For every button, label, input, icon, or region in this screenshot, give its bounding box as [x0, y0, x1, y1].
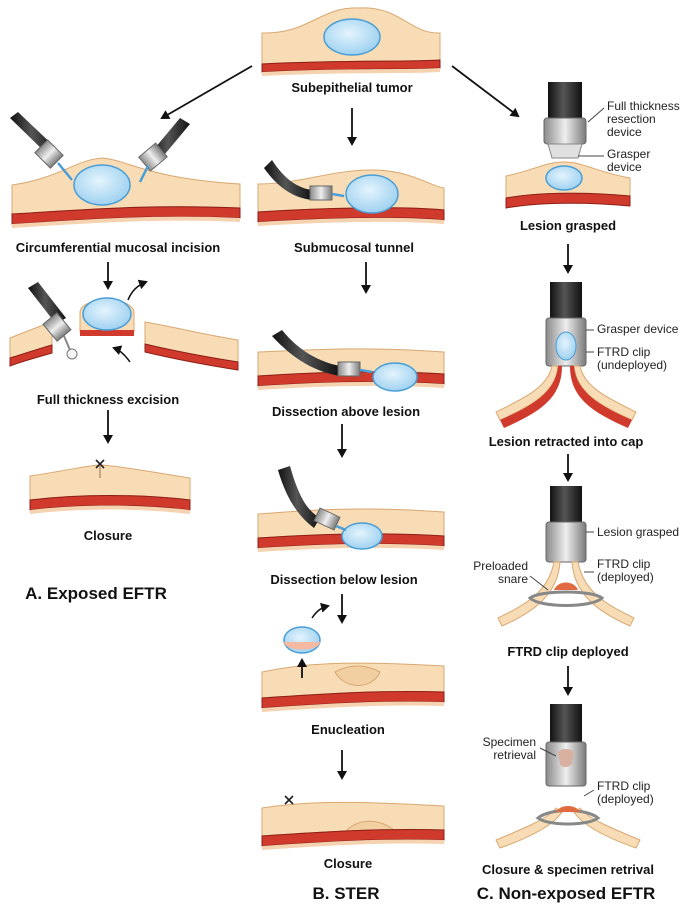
annotation-specimen-retrieval: Specimen retrieval	[482, 735, 536, 762]
a3-illustration	[29, 459, 191, 514]
label-lesion-retracted: Lesion retracted into cap	[488, 434, 644, 449]
annotation-grasper-device-1: Grasper device	[607, 147, 651, 174]
top-tumor	[323, 18, 381, 56]
b2-illustration	[257, 330, 445, 392]
annotation-clip-deployed-2: FTRD clip (deployed)	[597, 779, 654, 806]
label-full-thickness-excision: Full thickness excision	[36, 392, 180, 407]
section-title-b: B. STER	[312, 884, 380, 903]
b1-illustration	[257, 160, 445, 226]
b3-illustration	[257, 466, 445, 552]
annotation-lesion-grasped: Lesion grasped	[597, 525, 680, 539]
label-circumferential-incision: Circumferential mucosal incision	[15, 240, 221, 255]
a1-illustration	[10, 112, 241, 228]
section-title-c: C. Non-exposed EFTR	[476, 884, 656, 903]
c2-illustration	[495, 282, 637, 428]
section-title-a: A. Exposed EFTR	[25, 584, 167, 603]
label-clip-deployed: FTRD clip deployed	[507, 644, 629, 659]
c3-illustration	[497, 486, 635, 627]
b4-illustration	[261, 602, 445, 712]
annotation-grasper-device-2: Grasper device	[597, 322, 679, 336]
annotation-preloaded-snare: Preloaded snare	[473, 559, 528, 586]
label-closure-specimen: Closure & specimen retrival	[482, 862, 654, 877]
label-enucleation: Enucleation	[311, 722, 385, 737]
label-dissection-above: Dissection above lesion	[271, 404, 421, 419]
label-b-closure: Closure	[323, 856, 373, 871]
annotation-ftrd-device: Full thickness resection device	[607, 99, 680, 139]
c4-illustration	[495, 704, 641, 849]
c1-illustration	[505, 82, 631, 209]
top-tissue	[261, 7, 441, 76]
label-lesion-grasped: Lesion grasped	[519, 218, 617, 233]
label-a-closure: Closure	[83, 528, 133, 543]
arrow-to-a	[160, 65, 253, 120]
a2-illustration	[9, 279, 239, 371]
annotation-clip-undeployed: FTRD clip (undeployed)	[597, 345, 668, 372]
arrow-to-c	[451, 65, 520, 118]
label-dissection-below: Dissection below lesion	[270, 572, 418, 587]
annotation-clip-deployed-1: FTRD clip (deployed)	[597, 557, 654, 584]
b5-illustration	[261, 795, 445, 850]
label-subepithelial-tumor: Subepithelial tumor	[291, 80, 413, 95]
label-submucosal-tunnel: Submucosal tunnel	[294, 240, 414, 255]
